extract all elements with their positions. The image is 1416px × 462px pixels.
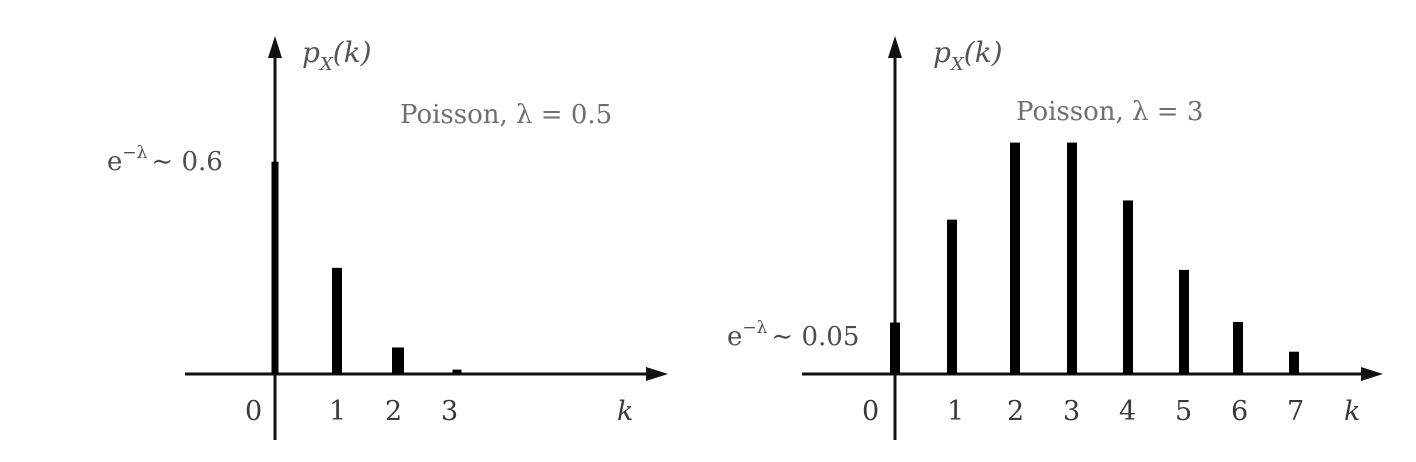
chart-title: Poisson, λ = 3 — [1016, 97, 1203, 127]
bar-k-1 — [947, 219, 957, 374]
bar-k-2 — [392, 347, 404, 374]
x-axis-label: k — [1344, 396, 1360, 427]
bars — [271, 161, 462, 374]
y-axis-label: pX(k) — [302, 36, 372, 75]
x-axis-arrow — [646, 367, 668, 381]
bar-k-4 — [1123, 200, 1133, 374]
bar-k-3 — [1067, 142, 1077, 374]
bar-k-5 — [1179, 269, 1189, 374]
min-annotation: e−λ∼ 0.05 — [727, 318, 859, 352]
y-axis-label: pX(k) — [933, 36, 1003, 75]
bar-k-7 — [1289, 351, 1299, 374]
x-tick-label: 3 — [1063, 396, 1080, 427]
x-axis-arrow — [1361, 367, 1383, 381]
x-tick-label: 0 — [862, 396, 879, 427]
x-tick-label: 6 — [1231, 396, 1248, 427]
x-tick-label: 0 — [245, 396, 262, 427]
chart-right: pX(k) Poisson, λ = 3 e−λ∼ 0.05 0 1 2 3 4… — [727, 36, 1383, 440]
bars — [890, 142, 1299, 374]
x-tick-label: 2 — [385, 396, 402, 427]
x-tick-label: 1 — [947, 396, 964, 427]
bar-k-0 — [271, 161, 279, 374]
bar-k-0 — [890, 322, 900, 374]
max-annotation: e−λ∼ 0.6 — [107, 143, 223, 177]
x-tick-label: 5 — [1175, 396, 1192, 427]
bar-k-1 — [332, 267, 342, 374]
x-tick-label: 4 — [1119, 396, 1136, 427]
y-axis-arrow — [888, 36, 902, 58]
x-tick-label: 2 — [1007, 396, 1024, 427]
x-axis-label: k — [617, 396, 633, 427]
bar-k-6 — [1233, 321, 1243, 374]
bar-k-3 — [452, 369, 462, 374]
y-axis-arrow — [268, 36, 282, 58]
x-tick-label: 3 — [441, 396, 458, 427]
chart-left: pX(k) Poisson, λ = 0.5 e−λ∼ 0.6 0 1 2 3 … — [107, 36, 668, 440]
bar-k-2 — [1010, 142, 1020, 374]
x-tick-label: 1 — [329, 396, 346, 427]
chart-title: Poisson, λ = 0.5 — [400, 100, 612, 130]
x-tick-label: 7 — [1287, 396, 1304, 427]
